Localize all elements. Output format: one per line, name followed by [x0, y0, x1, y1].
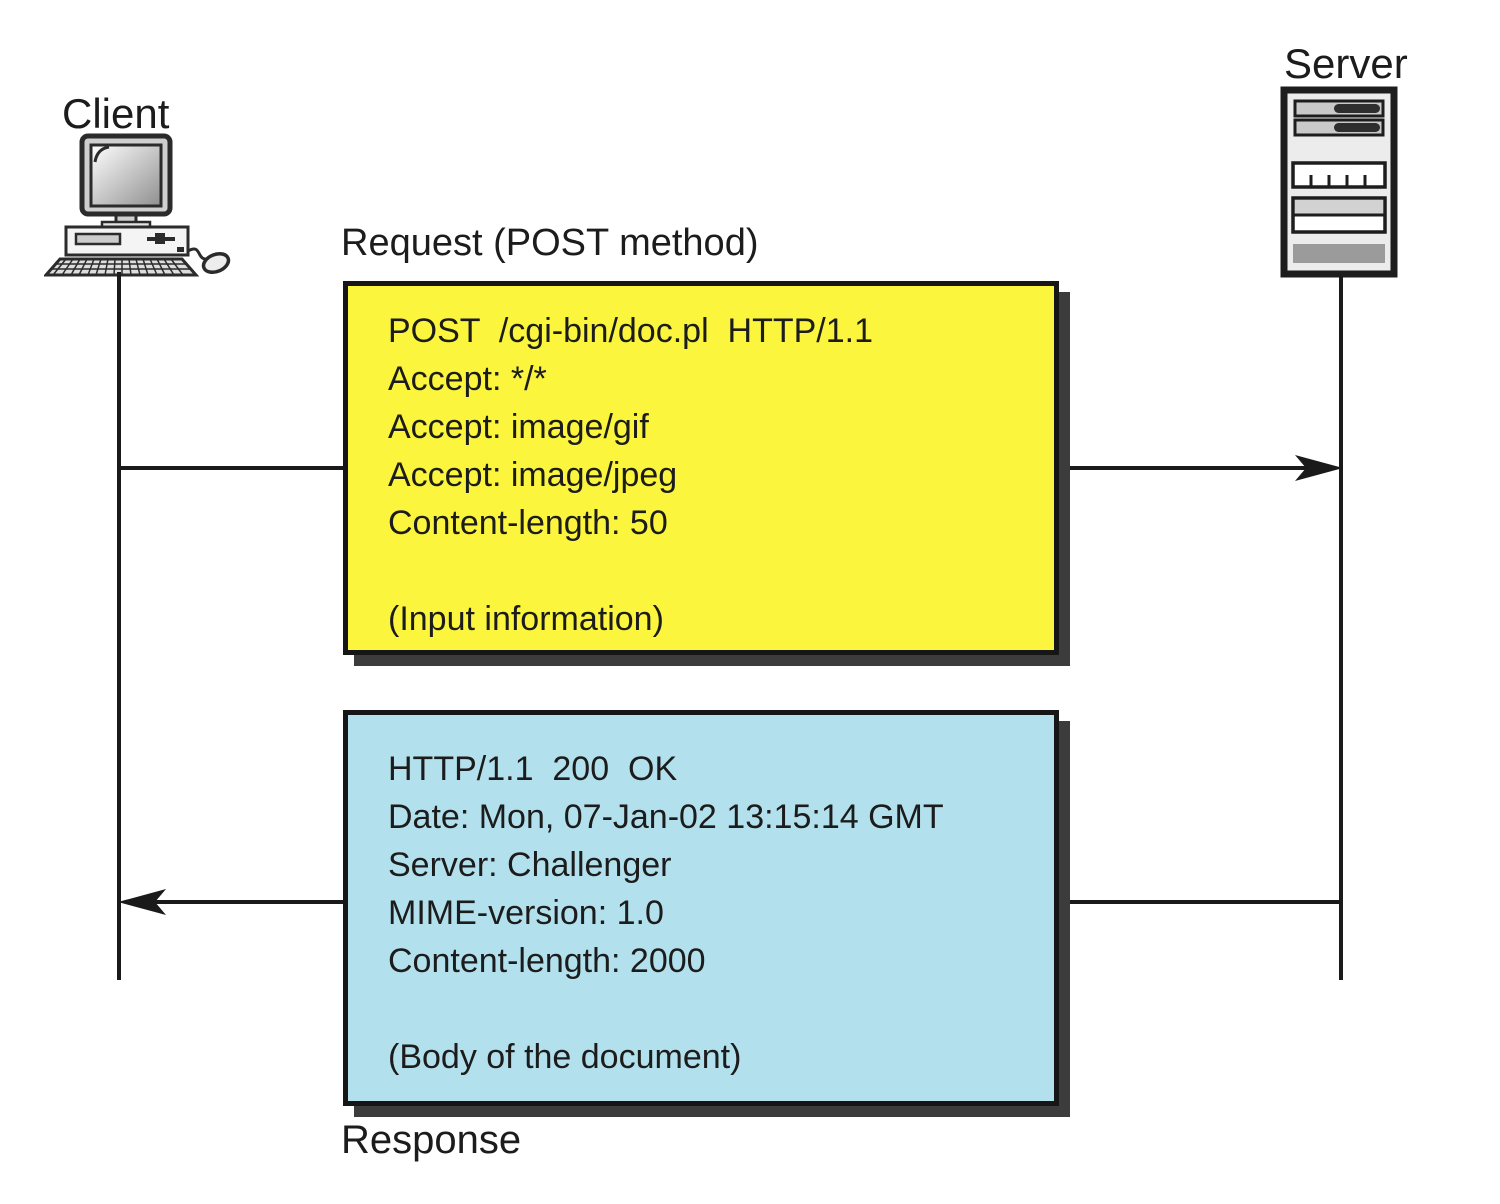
- client-computer-icon: [44, 133, 231, 277]
- left-arrowhead-icon: [118, 889, 166, 915]
- request-line: Content-length: 50: [388, 504, 668, 542]
- response-label: Response: [341, 1118, 522, 1162]
- request-line: (Input information): [388, 600, 664, 638]
- request-title: Request (POST method): [341, 222, 759, 264]
- request-arrow-line-right: [1057, 466, 1309, 470]
- response-line: Date: Mon, 07-Jan-02 13:15:14 GMT: [388, 798, 944, 836]
- response-line: MIME-version: 1.0: [388, 894, 664, 932]
- response-line: Content-length: 2000: [388, 942, 706, 980]
- response-line: (Body of the document): [388, 1038, 742, 1076]
- response-arrow-line-right: [1057, 900, 1341, 904]
- request-line: Accept: image/gif: [388, 408, 649, 446]
- request-line: Accept: */*: [388, 360, 547, 398]
- response-line-blank: [388, 985, 1034, 1033]
- server-tower-icon: [1280, 86, 1398, 278]
- server-lifeline: [1339, 276, 1343, 980]
- server-label: Server: [1284, 40, 1408, 87]
- request-line: POST /cgi-bin/doc.pl HTTP/1.1: [388, 312, 873, 350]
- client-lifeline: [117, 272, 121, 980]
- response-arrow-line-left: [152, 900, 345, 904]
- request-line-blank: [388, 547, 1034, 595]
- request-box: POST /cgi-bin/doc.pl HTTP/1.1 Accept: */…: [343, 281, 1059, 655]
- request-line: Accept: image/jpeg: [388, 456, 678, 494]
- response-box: HTTP/1.1 200 OK Date: Mon, 07-Jan-02 13:…: [343, 710, 1059, 1106]
- response-line: Server: Challenger: [388, 846, 672, 884]
- client-label: Client: [62, 90, 170, 137]
- request-arrow-line-left: [119, 466, 345, 470]
- right-arrowhead-icon: [1295, 455, 1343, 481]
- response-line: HTTP/1.1 200 OK: [388, 750, 678, 788]
